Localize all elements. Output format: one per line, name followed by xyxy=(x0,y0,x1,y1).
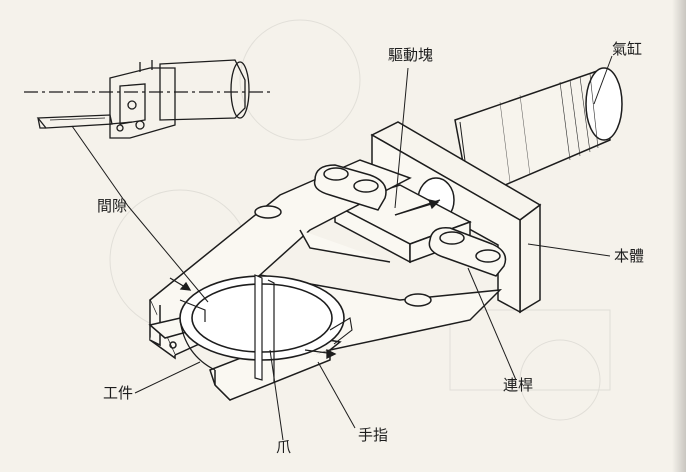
label-cylinder: 氣缸 xyxy=(612,40,643,58)
links xyxy=(254,164,507,307)
label-driver-block: 驅動塊 xyxy=(388,46,434,64)
label-gap: 間隙 xyxy=(97,197,128,215)
label-finger: 手指 xyxy=(358,426,389,444)
motion-arrows xyxy=(169,199,440,360)
label-body: 本體 xyxy=(614,247,645,265)
jaws xyxy=(179,274,275,382)
leader-lines xyxy=(71,55,613,441)
page-edge-shadow xyxy=(672,0,686,472)
label-link: 連桿 xyxy=(503,376,534,394)
label-workpiece: 工件 xyxy=(103,384,134,402)
inset-sketch xyxy=(24,59,270,139)
label-claw: 爪 xyxy=(276,438,292,456)
